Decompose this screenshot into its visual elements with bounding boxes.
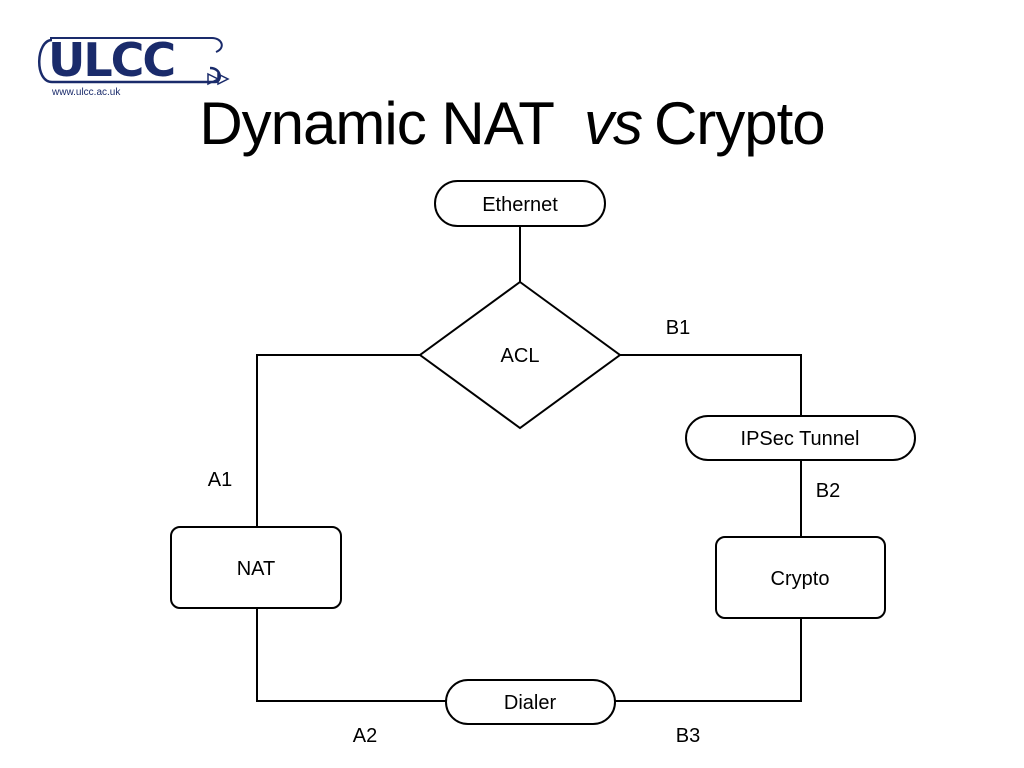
logo-swoosh-top (50, 37, 223, 53)
edge-b1 (620, 354, 802, 416)
ulcc-logo: ULCC (38, 33, 230, 87)
node-crypto-label: Crypto (771, 568, 830, 590)
node-dialer-label: Dialer (504, 692, 557, 714)
node-acl-label: ACL (501, 345, 540, 367)
node-nat (170, 526, 342, 609)
node-crypto (715, 536, 886, 619)
node-ethernet (434, 180, 606, 227)
node-ipsec-tunnel (685, 415, 916, 461)
node-dialer (445, 679, 616, 725)
edge-label-a1: A1 (208, 469, 232, 491)
node-ethernet-label: Ethernet (482, 194, 558, 216)
logo-swoosh (38, 38, 221, 84)
edge-label-b3: B3 (676, 725, 700, 747)
edge-a1 (256, 354, 420, 527)
node-acl (418, 280, 622, 430)
title-part-2: Crypto (653, 90, 826, 157)
title-vs: vs (583, 90, 643, 157)
edge-a2 (256, 608, 446, 702)
edge-b3 (615, 618, 802, 702)
edge-label-b1: B1 (666, 317, 690, 339)
logo-arrow-icon (207, 72, 230, 86)
logo-url: www.ulcc.ac.uk (52, 87, 121, 98)
title-part-1: Dynamic NAT (199, 90, 555, 157)
logo-wordmark: ULCC (48, 33, 174, 87)
edge-label-a2: A2 (353, 725, 377, 747)
node-nat-label: NAT (237, 558, 276, 580)
node-ipsec-label: IPSec Tunnel (741, 428, 860, 450)
edge-label-b2: B2 (816, 480, 840, 502)
